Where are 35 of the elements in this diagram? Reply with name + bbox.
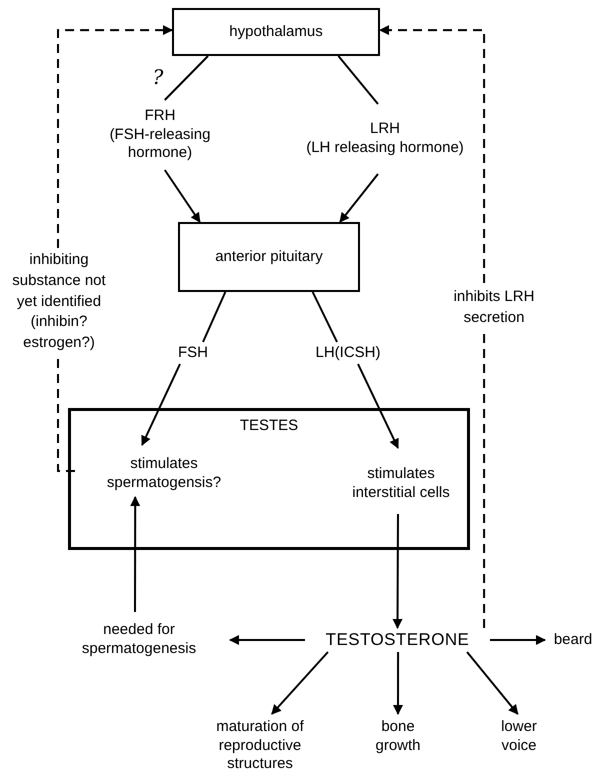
node-label: needed for spermatogenesis <box>80 621 198 659</box>
arrow <box>141 364 181 446</box>
arrow <box>357 364 399 449</box>
node-label: LH(ICSH) <box>315 344 380 362</box>
node-label: (FSH-releasing hormone) <box>108 126 212 164</box>
node-label: stimulates interstitial cells <box>351 465 451 503</box>
arrow <box>271 651 329 715</box>
arrow <box>393 652 403 715</box>
process-box: anterior pituitary <box>178 222 360 292</box>
connector-line <box>202 292 226 342</box>
node-label: lower voice <box>500 718 538 756</box>
node-label: beard <box>554 630 592 650</box>
node-label: stimulates spermatogensis? <box>106 455 222 493</box>
node-label: bone growth <box>374 718 422 756</box>
arrow <box>490 635 546 645</box>
frame-heading: TESTES <box>238 416 300 436</box>
node-label: maturation of reproductive structures <box>215 718 305 774</box>
node-label: FRH <box>144 106 176 126</box>
organ-frame <box>68 408 470 550</box>
dashed-feedback-arrow <box>379 25 486 628</box>
arrow <box>392 514 403 629</box>
connector-line <box>312 292 338 342</box>
arrow <box>466 651 519 715</box>
connector-line <box>338 55 379 105</box>
arrow <box>229 635 305 645</box>
connector-line <box>164 55 209 101</box>
node-label: TESTOSTERONE <box>326 629 470 652</box>
edge-label: ? <box>152 67 164 87</box>
node-label: LRH <box>370 120 400 139</box>
node-label: FSH <box>178 344 208 362</box>
arrow <box>164 169 201 223</box>
node-label: (LH releasing hormone) <box>306 139 464 158</box>
arrow <box>130 496 140 612</box>
arrow <box>339 173 379 223</box>
process-box: hypothalamus <box>172 8 380 56</box>
